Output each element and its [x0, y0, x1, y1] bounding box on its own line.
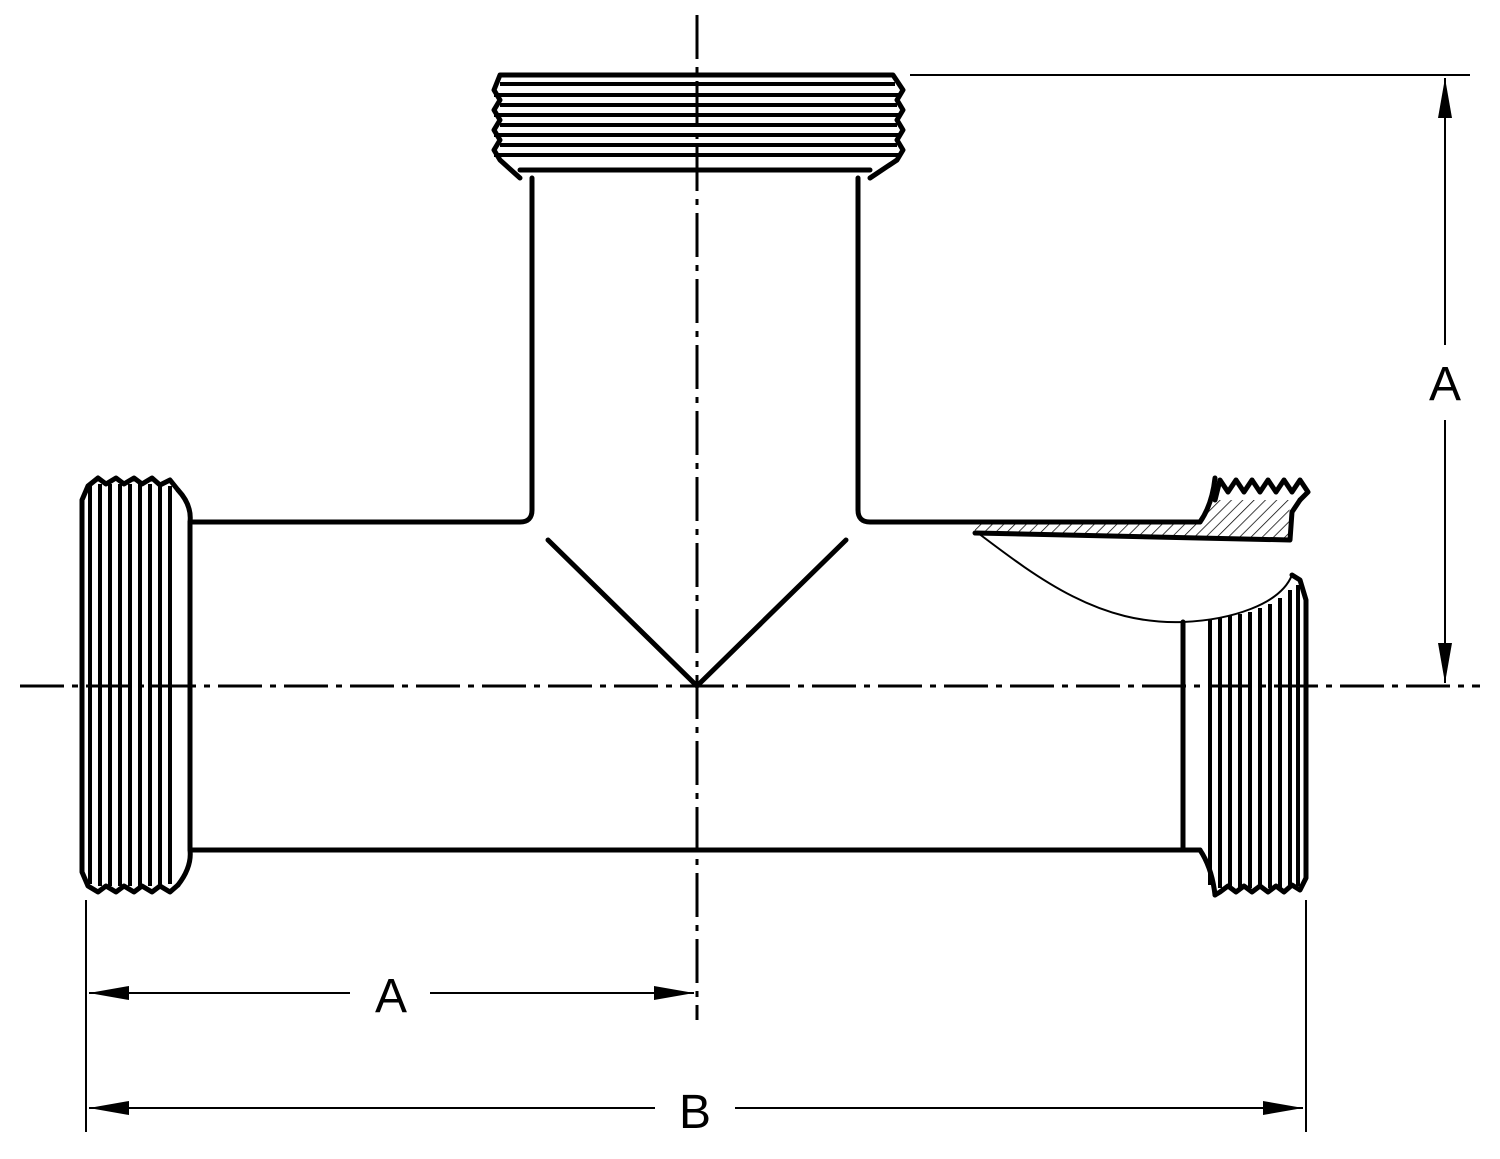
arrow-down-icon: [1438, 643, 1452, 683]
section-cut-curve: [977, 532, 1293, 624]
arrow-left-icon: [89, 1101, 129, 1115]
right-thread-top-outline: [1212, 477, 1311, 503]
left-end-collar: [175, 487, 193, 888]
run-top-left-edge: [187, 175, 535, 525]
run-top-right-edge: [855, 175, 1203, 525]
dimension-vertical-a: A: [910, 74, 1470, 683]
arrow-left-icon: [89, 986, 129, 1000]
tee-body: [175, 175, 1218, 898]
right-thread-outline: [1212, 572, 1309, 898]
arrow-up-icon: [1438, 78, 1452, 118]
top-branch-thread: [491, 72, 906, 181]
dimension-horizontal-a: A: [85, 900, 694, 1132]
dimension-label-a-horizontal: A: [375, 970, 407, 1023]
dimension-label-a-vertical: A: [1429, 358, 1461, 411]
left-end-thread: [79, 475, 181, 895]
arrow-right-icon: [654, 986, 694, 1000]
arrow-right-icon: [1263, 1101, 1303, 1115]
dimension-overall-b: B: [89, 900, 1307, 1139]
left-thread-outline: [79, 475, 181, 895]
branch-weld-v: [545, 537, 849, 689]
right-end-section: [972, 477, 1311, 898]
center-lines: [20, 15, 1480, 1020]
dimension-label-b: B: [679, 1086, 711, 1139]
right-section-inner: [972, 497, 1303, 543]
top-thread-outline: [491, 72, 906, 181]
section-hatch: [975, 500, 1290, 540]
